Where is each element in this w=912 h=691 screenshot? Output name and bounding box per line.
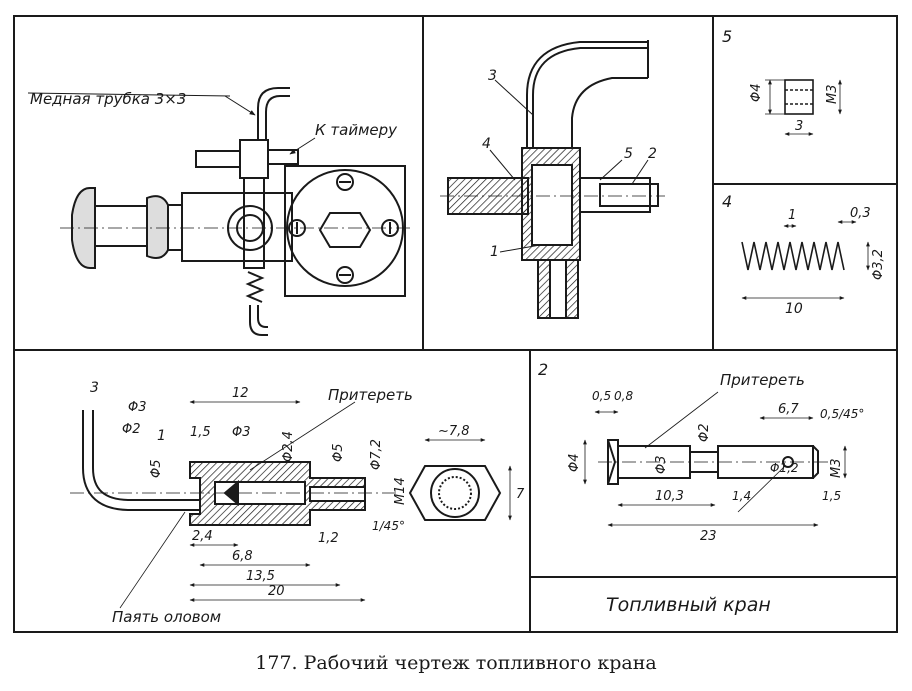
- dim-c05: 0,5/45°: [820, 407, 864, 421]
- part4-view: 4 1 0,3 Φ3,2 10: [722, 192, 886, 317]
- section-view: 3 4 5 2 1: [440, 40, 665, 319]
- dim-d72: Φ7,2: [369, 439, 384, 470]
- dim-w135: 13,5: [246, 569, 275, 584]
- dim-d5a: Φ5: [149, 459, 164, 478]
- dim-m14: M14: [393, 477, 408, 505]
- dim-hex: ~7,8: [438, 424, 470, 439]
- dim-l23: 23: [700, 529, 717, 544]
- callout-2: 2: [648, 146, 657, 162]
- dim-hexh: 7: [516, 487, 525, 502]
- part2-lap-label: Притереть: [720, 371, 805, 389]
- solder-label: Паять оловом: [112, 608, 221, 626]
- sheet-frame: [13, 15, 898, 633]
- part5-view: 5 Φ4 M3 3: [722, 27, 842, 136]
- part4-number: 4: [722, 192, 732, 211]
- part1-view: 3 1 Φ3 Φ2 Φ5 12 1,5 Φ3 Φ2,4 Φ5 Φ7,2 M14 …: [70, 380, 525, 626]
- part1-callout-3: 3: [90, 380, 99, 396]
- part2-view: 2 0,5 0,8 Φ4 Φ3 Φ2 6,7 0,5/45° Φ1,2: [538, 360, 864, 544]
- part1-callout-1: 1: [157, 428, 166, 444]
- dim-d3b: Φ3: [232, 425, 251, 440]
- callout-4: 4: [482, 136, 491, 152]
- dim-w20: 20: [268, 584, 285, 599]
- dim-w24: 2,4: [192, 529, 213, 544]
- dim-w12: 12: [232, 386, 249, 401]
- dim-l15: 1,5: [822, 489, 841, 503]
- dim-d4: Φ4: [567, 453, 582, 472]
- dim-d5b: Φ5: [331, 443, 346, 462]
- part5-len: 3: [795, 119, 803, 134]
- figure-caption: 177. Рабочий чертеж топливного крана: [255, 652, 657, 674]
- part4-len: 10: [785, 301, 803, 317]
- part4-wire: 0,3: [850, 206, 871, 221]
- part5-thread: M3: [825, 85, 840, 105]
- title-block-name: Топливный кран: [606, 594, 771, 616]
- dim-d2: Φ2: [122, 422, 141, 437]
- dim-l14: 1,4: [732, 489, 751, 503]
- dim-w12b: 1,2: [318, 531, 339, 546]
- dim-d08: 0,8: [614, 389, 633, 403]
- dim-d3: Φ3: [128, 400, 147, 415]
- dim-hole: Φ1,2: [770, 461, 799, 475]
- dim-w68: 6,8: [232, 549, 253, 564]
- part5-dia: Φ4: [749, 83, 764, 102]
- timer-label: К таймеру: [315, 121, 398, 139]
- part4-pitch: 1: [788, 208, 796, 223]
- assembly-view: Медная трубка 3×3 К таймеру: [27, 87, 410, 336]
- tube-label: Медная трубка 3×3: [30, 90, 186, 108]
- dim-w15: 1,5: [190, 425, 211, 440]
- dim-c145: 1/45°: [372, 519, 405, 533]
- callout-3: 3: [488, 68, 497, 84]
- dim-d3: Φ3: [654, 455, 669, 474]
- callout-5: 5: [624, 146, 633, 162]
- callout-1: 1: [490, 244, 499, 260]
- part5-number: 5: [722, 27, 732, 46]
- dim-m3: M3: [829, 459, 844, 479]
- dim-l103: 10,3: [655, 489, 684, 504]
- dim-d05: 0,5: [592, 389, 611, 403]
- part4-dia: Φ3,2: [871, 249, 886, 280]
- dim-d2: Φ2: [697, 423, 712, 442]
- dim-d24: Φ2,4: [281, 431, 296, 462]
- dim-l67: 6,7: [778, 402, 799, 417]
- part2-number: 2: [538, 360, 548, 379]
- part1-lap-label: Притереть: [328, 386, 413, 404]
